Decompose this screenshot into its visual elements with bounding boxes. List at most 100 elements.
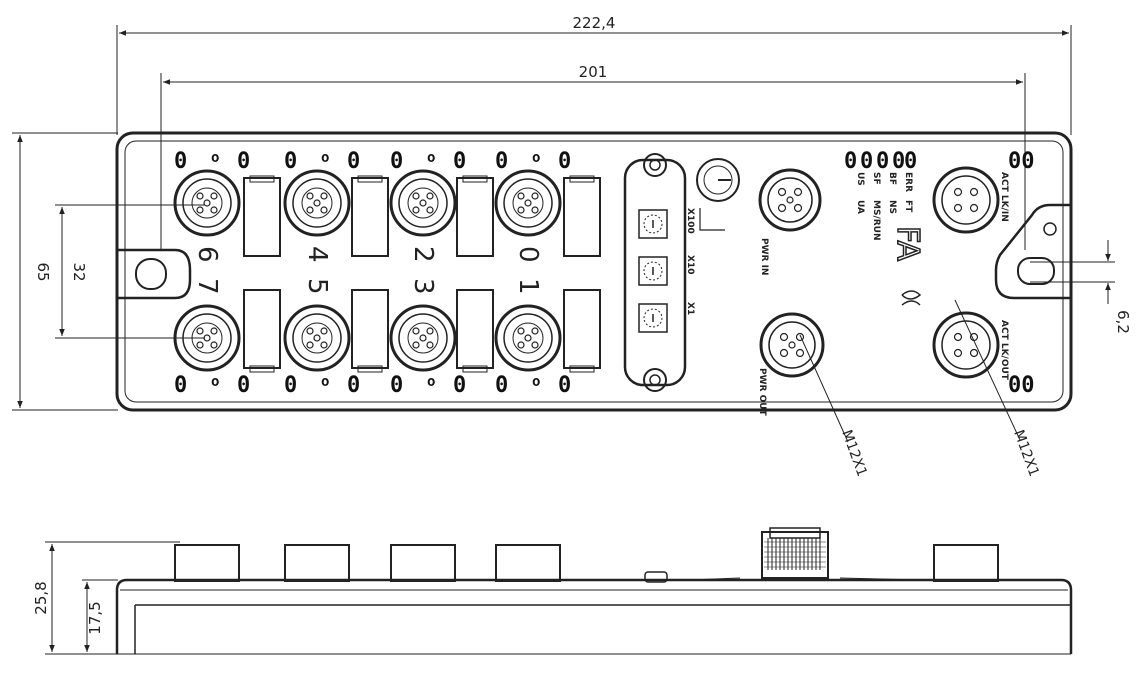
- svg-text:0: 0: [453, 373, 466, 398]
- io-port-1[interactable]: 1: [494, 278, 562, 372]
- label-window: [563, 289, 601, 369]
- dimension-body-depth: 17,5: [84, 582, 104, 652]
- svg-text:o: o: [532, 150, 540, 166]
- svg-text:0: 0: [284, 373, 297, 398]
- link-in-connector[interactable]: ACT LK/IN 00: [932, 149, 1035, 234]
- power-out-label: PWR OUT: [757, 368, 767, 417]
- status-led-label: UA: [855, 200, 865, 214]
- svg-text:o: o: [427, 150, 435, 166]
- label-window: [351, 289, 389, 369]
- svg-text:0: 0: [860, 149, 873, 174]
- svg-text:o: o: [211, 374, 219, 390]
- status-led-label: MS/RUN: [871, 200, 881, 241]
- label-window-group: [243, 175, 601, 373]
- svg-text:0: 0: [174, 373, 187, 398]
- io-port-group: 6 4 2 0 7 5 3 1: [173, 169, 562, 372]
- address-switch-x1[interactable]: X1: [638, 302, 695, 333]
- svg-text:0: 0: [284, 149, 297, 174]
- brand-logo: FA: [889, 225, 926, 306]
- module-side-view: 25,8 17,5: [32, 527, 1073, 655]
- link-out-led: 00: [1008, 373, 1035, 398]
- right-mounting-slot: [994, 203, 1071, 300]
- address-switch-label: X1: [685, 302, 695, 315]
- status-led-label: SF: [871, 172, 881, 185]
- io-port-3[interactable]: 3: [389, 278, 457, 372]
- port-led-pair: 0 o 0: [390, 373, 466, 398]
- io-port-4[interactable]: 4: [283, 169, 351, 263]
- svg-text:0: 0: [904, 149, 917, 174]
- label-window: [243, 177, 281, 257]
- address-switch-label: X10: [685, 255, 695, 274]
- logo-text: FA: [890, 226, 925, 262]
- svg-text:0: 0: [558, 373, 571, 398]
- svg-text:0: 0: [495, 373, 508, 398]
- svg-text:0: 0: [347, 373, 360, 398]
- power-in-connector[interactable]: PWR IN: [758, 168, 822, 275]
- svg-text:0: 0: [347, 149, 360, 174]
- svg-text:0: 0: [844, 149, 857, 174]
- overall-height-label: 65: [34, 262, 52, 281]
- svg-text:o: o: [211, 150, 219, 166]
- svg-text:0: 0: [390, 149, 403, 174]
- address-switch-x10[interactable]: X10: [638, 255, 695, 286]
- dimension-total-depth: 25,8: [32, 544, 55, 652]
- address-switch-x100[interactable]: X100: [638, 208, 695, 239]
- status-led-label: BF: [887, 172, 897, 185]
- svg-text:0: 0: [558, 149, 571, 174]
- io-port-0-number: 0: [513, 246, 543, 263]
- power-out-connector[interactable]: PWR OUT: [757, 312, 825, 417]
- thread-right-label: M12X1: [1010, 428, 1042, 479]
- io-port-2[interactable]: 2: [389, 169, 457, 263]
- port-led-pair: 0 o 0: [495, 373, 571, 398]
- svg-text:o: o: [321, 374, 329, 390]
- svg-text:o: o: [427, 374, 435, 390]
- left-mounting-slot: [117, 248, 192, 300]
- svg-text:0: 0: [892, 149, 905, 174]
- thread-callout-left: M12X1: [799, 334, 870, 479]
- side-power-connector: [761, 527, 829, 579]
- dimension-mount-spacing: 201: [160, 63, 1026, 250]
- svg-text:0: 0: [876, 149, 889, 174]
- io-port-3-number: 3: [408, 278, 438, 295]
- svg-text:o: o: [321, 150, 329, 166]
- link-out-label: ACT LK/OUT: [999, 320, 1009, 381]
- link-in-led: 00: [1008, 149, 1035, 174]
- status-led-label: ERR: [903, 172, 913, 192]
- svg-text:o: o: [532, 374, 540, 390]
- io-port-0[interactable]: 0: [494, 169, 562, 263]
- label-window: [351, 177, 389, 257]
- io-port-6[interactable]: 6: [173, 169, 241, 263]
- svg-text:0: 0: [453, 149, 466, 174]
- led-indicator-row-bottom: 0 o 0 0 o 0 0 o 0 0 o 0: [174, 373, 571, 398]
- io-port-5[interactable]: 5: [283, 278, 351, 372]
- port-led-pair: 0 o 0: [284, 149, 360, 174]
- io-port-7[interactable]: 7: [173, 278, 241, 372]
- svg-text:0: 0: [174, 149, 187, 174]
- dimension-slot-offset: 6,2: [1030, 240, 1132, 334]
- io-port-4-number: 4: [302, 246, 332, 263]
- side-connector: [933, 544, 999, 582]
- side-connector: [284, 544, 350, 582]
- status-led-label: NS: [887, 200, 897, 214]
- address-switch-label: X100: [685, 208, 695, 234]
- port-led-pair: 0 o 0: [174, 149, 250, 174]
- rotary-selector-dial[interactable]: [696, 158, 740, 231]
- mount-spacing-label: 201: [579, 63, 608, 81]
- side-connector: [390, 544, 456, 582]
- link-in-label: ACT LK/IN: [999, 172, 1009, 222]
- link-out-connector[interactable]: ACT LK/OUT 00: [932, 311, 1035, 398]
- label-window: [456, 289, 494, 369]
- power-in-label: PWR IN: [759, 238, 769, 275]
- svg-text:0: 0: [390, 373, 403, 398]
- svg-text:0: 0: [237, 373, 250, 398]
- label-window: [456, 177, 494, 257]
- side-connector: [174, 544, 240, 582]
- svg-text:0: 0: [237, 149, 250, 174]
- io-port-5-number: 5: [302, 278, 332, 295]
- io-port-2-number: 2: [408, 246, 438, 263]
